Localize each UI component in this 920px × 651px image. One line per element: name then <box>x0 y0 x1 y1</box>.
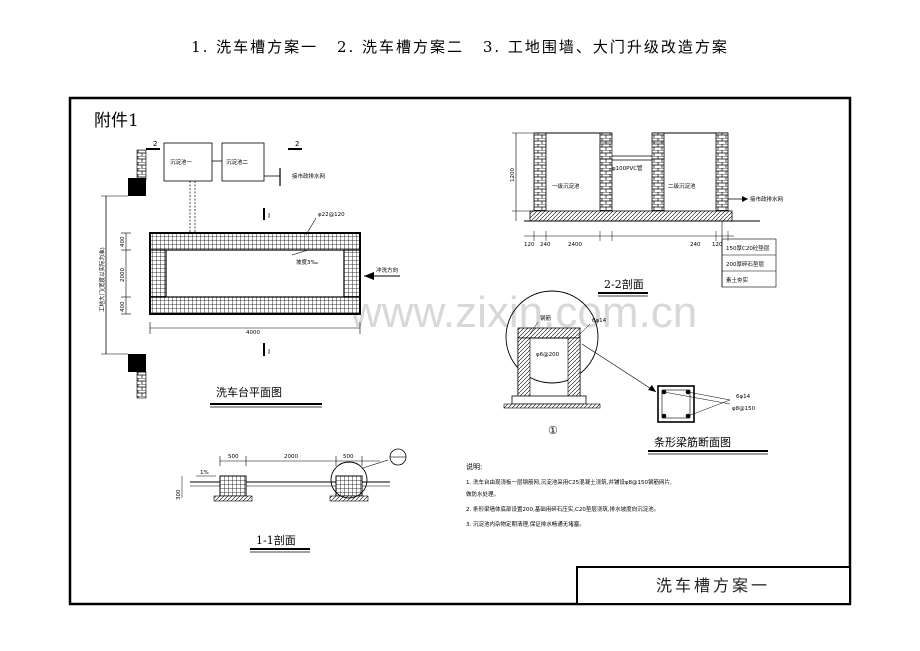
wash-grid-right <box>343 249 361 298</box>
title-block-text: 洗车槽方案一 <box>656 576 770 595</box>
beam-title: 条形梁筋断面图 <box>654 435 731 449</box>
note-line-4: 3. 沉淀池内杂物定期清理,保证排水畅通无堵塞。 <box>466 520 585 528</box>
section-dim-3: 2400 <box>568 242 582 248</box>
gate-post-top-brick <box>136 149 147 181</box>
layer-3: 素土夯实 <box>726 276 749 284</box>
s11-pit-right <box>335 475 363 497</box>
note-line-2: 做防水处理。 <box>466 490 499 498</box>
s11-dim-b: 2000 <box>284 454 298 460</box>
note-line-1: 1. 洗车台由现浇板一层钢筋网,沉淀池采用C25混凝土浇筑,并铺设φ8@150钢… <box>466 478 672 486</box>
plan-title: 洗车台平面图 <box>216 385 282 399</box>
plan-view: 工地大门(宽度以实际为准) 2 2 沉淀池一 沉淀池二 接市政排水网 I I φ… <box>98 140 400 408</box>
gate-post-bottom-brick <box>136 371 147 399</box>
s11-dim-a: 500 <box>228 454 239 460</box>
section-2-2-title: 2-2剖面 <box>604 277 644 291</box>
wash-grid-top <box>149 232 361 251</box>
tank2-right-wall <box>715 132 729 212</box>
tank1-label: 一级沉淀池 <box>552 182 580 190</box>
gate-post-bottom <box>128 354 146 372</box>
s11-slope: 1% <box>200 470 209 476</box>
plan-dim-height: 2000 <box>120 268 126 282</box>
layer-1: 150厚C20砼垫层 <box>726 244 770 252</box>
wash-direction-label: 冲洗方向 <box>376 266 398 274</box>
section-mark-1-top: I <box>268 212 270 220</box>
detail-rebar-label: 6φ14 <box>592 318 607 324</box>
beam-rebar-label: 6φ14 <box>736 394 751 400</box>
beam-section: 6φ14 φ8@150 条形梁筋断面图 <box>648 385 768 455</box>
section-dim-4: 240 <box>690 242 701 248</box>
tank2-label: 二级沉淀池 <box>668 182 696 190</box>
sediment-tank-1-label: 沉淀池一 <box>170 158 193 166</box>
s11-left-dim: 300 <box>176 489 182 500</box>
pipe-label: φ100PVC管 <box>612 164 643 172</box>
plan-outlet-label: 接市政排水网 <box>292 172 326 180</box>
plan-dim-width: 4000 <box>246 330 260 336</box>
section-2-2: 一级沉淀池 二级沉淀池 φ100PVC管 接市政排水网 1200 120 240… <box>510 132 784 297</box>
detail-mark: ① <box>548 424 558 437</box>
section-mark-1-bottom: I <box>268 348 270 356</box>
note-line-3: 2. 条形梁墙体底部设置200,基础用碎石压实,C20垫层浇筑,排水坡度向沉淀池… <box>466 505 659 513</box>
section-1-1-title: 1-1剖面 <box>256 533 296 547</box>
section-dim-2: 240 <box>540 242 551 248</box>
section-dim-1: 120 <box>524 242 535 248</box>
section-1-1: 500 2000 500 1% 300 1-1剖面 <box>176 448 407 553</box>
s11-detail-circle <box>330 461 368 499</box>
wash-grid-bottom <box>149 296 361 315</box>
detail-stirrup-label: φ6@200 <box>536 352 560 358</box>
section-dim-5: 120 <box>712 242 723 248</box>
slope-label: 坡度3‰ <box>296 258 318 266</box>
sediment-tank-1 <box>163 142 213 182</box>
plan-dim-side-a: 400 <box>120 236 126 247</box>
plan-dim-side-b: 400 <box>120 301 126 312</box>
attachment-label: 附件1 <box>94 111 139 131</box>
title-block <box>576 566 851 605</box>
wash-grid-left <box>149 249 167 298</box>
detail-1: 钢筋 6φ14 φ6@200 ① <box>503 290 657 437</box>
s11-pit-left <box>219 475 247 497</box>
header-item-1: 1. 洗车槽方案一 <box>191 38 319 56</box>
drawing-frame <box>68 96 852 606</box>
gate-post-top <box>128 178 146 196</box>
header-item-2: 2. 洗车槽方案二 <box>336 38 465 56</box>
gate-width-note: 工地大门(宽度以实际为准) <box>98 247 106 312</box>
rebar-label: φ22@120 <box>318 212 345 218</box>
section-mark-2-right: 2 <box>295 140 299 148</box>
tank1-left-wall <box>533 132 547 212</box>
notes: 说明: 1. 洗车台由现浇板一层钢筋网,沉淀池采用C25混凝土浇筑,并铺设φ8@… <box>466 462 672 528</box>
section-outlet-label: 接市政排水网 <box>750 195 784 203</box>
header-item-3: 3. 工地围墙、大门升级改造方案 <box>482 38 729 56</box>
sediment-tank-2 <box>221 142 265 182</box>
s11-dim-c: 500 <box>343 454 354 460</box>
section-height-dim: 1200 <box>510 168 516 182</box>
page-header: 1. 洗车槽方案一 2. 洗车槽方案二 3. 工地围墙、大门升级改造方案 <box>0 36 920 57</box>
section-mark-2-left: 2 <box>153 140 157 148</box>
detail-cover-label: 钢筋 <box>540 314 552 322</box>
layer-2: 200厚碎石垫层 <box>726 260 764 268</box>
notes-heading: 说明: <box>466 462 482 471</box>
sediment-tank-2-label: 沉淀池二 <box>226 158 249 166</box>
beam-stirrup-label: φ8@150 <box>732 406 756 412</box>
